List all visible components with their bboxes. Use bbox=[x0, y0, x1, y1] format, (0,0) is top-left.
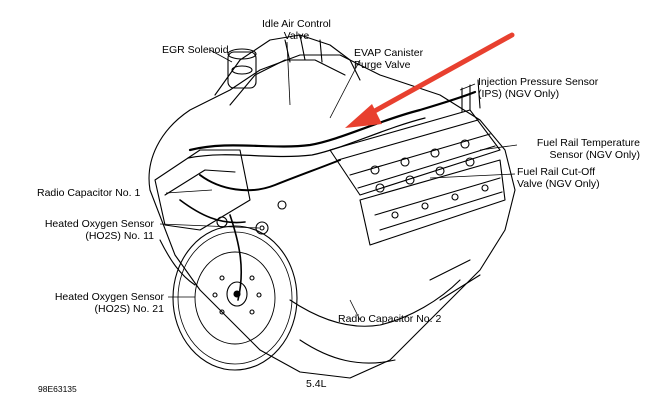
fuel-rail-temp-sensor-label: Fuel Rail Temperature Sensor (NGV Only) bbox=[536, 137, 640, 161]
red-pointer-arrow bbox=[345, 32, 515, 128]
evap-canister-label: EVAP Canister Purge Valve bbox=[354, 47, 424, 71]
ho2s-11-label: Heated Oxygen Sensor (HO2S) No. 11 bbox=[44, 218, 154, 242]
ho2s-21-label: Heated Oxygen Sensor (HO2S) No. 21 bbox=[54, 291, 164, 315]
engine-size-label: 5.4L bbox=[306, 378, 327, 390]
fuel-rail-cutoff-label: Fuel Rail Cut-Off Valve (NGV Only) bbox=[517, 166, 600, 190]
radio-capacitor-2-label: Radio Capacitor No. 2 bbox=[338, 313, 442, 325]
egr-solenoid-label: EGR Solenoid bbox=[162, 44, 229, 56]
figure-code: 98E63135 bbox=[38, 384, 77, 394]
radio-capacitor-1-label: Radio Capacitor No. 1 bbox=[37, 187, 141, 199]
idle-air-control-label: Idle Air Control Valve bbox=[262, 18, 331, 42]
injection-pressure-sensor-label: Injection Pressure Sensor (IPS) (NGV Onl… bbox=[478, 76, 599, 100]
